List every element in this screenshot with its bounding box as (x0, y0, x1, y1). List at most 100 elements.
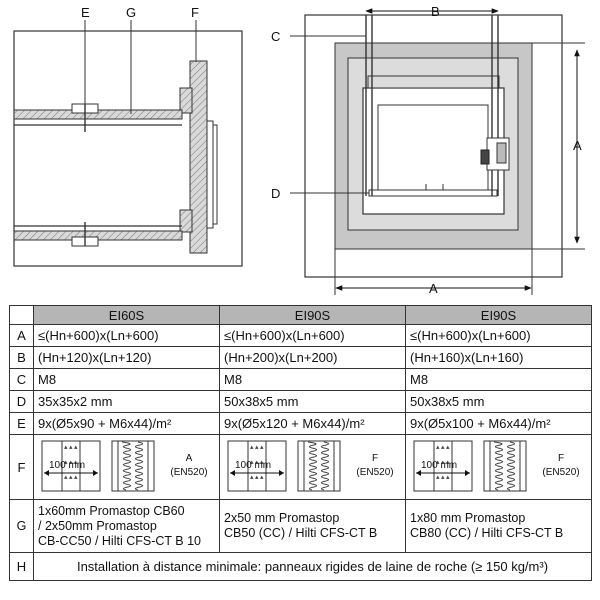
aggregate-mark: ▴ (446, 459, 450, 466)
aggregate-mark: ▴ (255, 474, 259, 481)
table-cell: 50x38x5 mm (219, 390, 406, 413)
wool-squiggle (506, 441, 516, 491)
insulation-frame (111, 440, 155, 492)
table-cell: 9x(Ø5x100 + M6x44)/m² (405, 412, 592, 435)
wall (189, 60, 208, 254)
aggregate-mark: ▴ (74, 459, 78, 466)
aggregate-mark: ▴ (446, 444, 450, 451)
cell-line: CB80 (CC) / Hilti CFS-CT B (410, 526, 564, 540)
aggregate-mark: ▴ (250, 459, 254, 466)
dim-100mm: 100 mm (421, 460, 457, 471)
aggregate-mark: ▴ (74, 474, 78, 481)
row-key: H (9, 552, 34, 581)
front-view-frame (304, 14, 563, 278)
installation-diagram: ▴▴▴▴▴▴▴▴▴100 mmF(EN520) (227, 440, 394, 492)
label-g: G (126, 5, 136, 20)
aggregate-mark: ▴ (260, 459, 264, 466)
table-cell: (Hn+200)x(Ln+200) (219, 346, 406, 369)
label-e: E (81, 5, 90, 20)
wall-step-top (179, 87, 193, 114)
wall-detail-frame (413, 440, 473, 492)
f-note-letter: A (186, 453, 193, 464)
table-cell: 1x60mm Promastop CB60 / 2x50mm Promastop… (33, 499, 220, 553)
table-row-h: H Installation à distance minimale: pann… (9, 552, 592, 581)
front-view: B A A C D (271, 4, 585, 296)
wool-squiggle (134, 441, 144, 491)
aggregate-mark: ▴ (69, 459, 73, 466)
row-key: E (9, 412, 34, 435)
aggregate-mark: ▴ (436, 459, 440, 466)
label-a-right: A (573, 138, 582, 153)
damper-flange (206, 120, 214, 229)
aggregate-mark: ▴ (260, 444, 264, 451)
label-f: F (191, 5, 199, 20)
technical-drawings: E G F B A A C (13, 4, 585, 296)
table-cell: 1x80 mm Promastop CB80 (CC) / Hilti CFS-… (405, 499, 592, 553)
aggregate-mark: ▴ (255, 459, 259, 466)
table-cell: 35x35x2 mm (33, 390, 220, 413)
aggregate-mark: ▴ (250, 444, 254, 451)
table-cell: ≤(Hn+600)x(Ln+600) (405, 324, 592, 347)
installation-diagram: ▴▴▴▴▴▴▴▴▴100 mmA(EN520) (41, 440, 208, 492)
table-cell: (Hn+160)x(Ln+160) (405, 346, 592, 369)
f-note-std: (EN520) (170, 467, 207, 478)
cell-line: 1x80 mm Promastop (410, 511, 526, 525)
f-note-letter: F (372, 453, 378, 464)
header-blank (9, 305, 34, 325)
header-ei90s-2: EI90S (405, 305, 592, 325)
table-cell: 50x38x5 mm (405, 390, 592, 413)
aggregate-mark: ▴ (436, 474, 440, 481)
header-ei90s-1: EI90S (219, 305, 406, 325)
table-cell: M8 (33, 368, 220, 391)
row-key: A (9, 324, 34, 347)
row-key: G (9, 499, 34, 553)
table-row-d: D 35x35x2 mm 50x38x5 mm 50x38x5 mm (9, 390, 592, 413)
wall-detail-frame (41, 440, 101, 492)
f-note-std: (EN520) (356, 467, 393, 478)
insulation-frame (483, 440, 527, 492)
aggregate-mark: ▴ (260, 474, 264, 481)
row-key: B (9, 346, 34, 369)
row-key: C (9, 368, 34, 391)
damper-bottom-rail (368, 189, 498, 197)
aggregate-mark: ▴ (64, 474, 68, 481)
spec-table: EI60S EI90S EI90S A ≤(Hn+600)x(Ln+600) ≤… (9, 305, 592, 581)
aggregate-mark: ▴ (436, 444, 440, 451)
table-row-b: B (Hn+120)x(Ln+120) (Hn+200)x(Ln+200) (H… (9, 346, 592, 369)
cell-line: CB50 (CC) / Hilti CFS-CT B (224, 526, 378, 540)
table-row-e: E 9x(Ø5x90 + M6x44)/m² 9x(Ø5x120 + M6x44… (9, 412, 592, 435)
wool-squiggle (320, 441, 330, 491)
dim-100mm: 100 mm (235, 460, 271, 471)
label-b: B (431, 4, 440, 19)
aggregate-mark: ▴ (69, 474, 73, 481)
wall-detail-frame (227, 440, 287, 492)
table-row-a: A ≤(Hn+600)x(Ln+600) ≤(Hn+600)x(Ln+600) … (9, 324, 592, 347)
wool-squiggle (493, 441, 504, 491)
table-cell: 9x(Ø5x120 + M6x44)/m² (219, 412, 406, 435)
cell-line: / 2x50mm Promastop (38, 518, 157, 533)
table-row-g: G 1x60mm Promastop CB60 / 2x50mm Promast… (9, 499, 592, 553)
aggregate-mark: ▴ (446, 474, 450, 481)
aggregate-mark: ▴ (441, 444, 445, 451)
f-note-std: (EN520) (542, 467, 579, 478)
installation-note: Installation à distance minimale: pannea… (33, 552, 592, 581)
aggregate-mark: ▴ (250, 474, 254, 481)
table-cell: (Hn+120)x(Ln+120) (33, 346, 220, 369)
f-note-letter: F (558, 453, 564, 464)
aggregate-mark: ▴ (64, 459, 68, 466)
table-cell: 9x(Ø5x90 + M6x44)/m² (33, 412, 220, 435)
installation-diagram: ▴▴▴▴▴▴▴▴▴100 mmF(EN520) (413, 440, 580, 492)
wool-squiggle (121, 441, 132, 491)
label-a-bottom: A (429, 281, 438, 296)
aggregate-mark: ▴ (64, 444, 68, 451)
table-row-c: C M8 M8 M8 (9, 368, 592, 391)
aggregate-mark: ▴ (69, 444, 73, 451)
aggregate-mark: ▴ (441, 459, 445, 466)
section-view-frame (13, 30, 243, 267)
damper-opening (377, 104, 489, 194)
wall-step-bottom (179, 209, 193, 233)
